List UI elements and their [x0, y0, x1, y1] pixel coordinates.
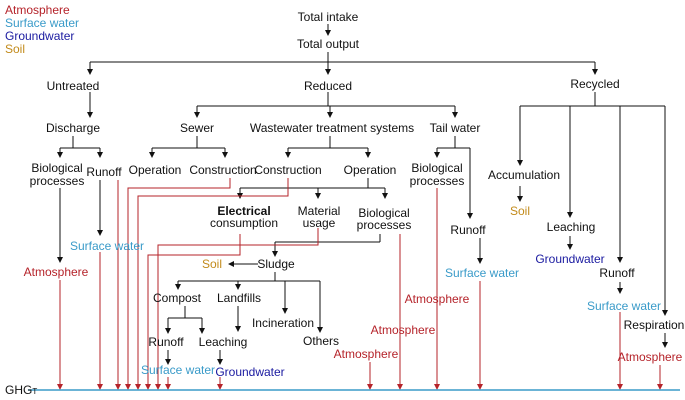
node-surface-water-2: Surface water	[445, 266, 519, 280]
ghg-label-subscript: T	[32, 387, 37, 396]
node-surface-water-3: Surface water	[587, 299, 661, 313]
node-leaching-1: Leaching	[547, 220, 596, 234]
node-biological-processes-3b: processes	[357, 218, 412, 232]
node-electrical-consumption-a: Electrical	[217, 204, 270, 218]
node-runoff-4: Runoff	[148, 335, 184, 349]
node-total-output: Total output	[297, 37, 360, 51]
connector-lines	[57, 24, 668, 365]
node-atmosphere-1: Atmosphere	[24, 265, 89, 279]
node-biological-processes-3a: Biological	[358, 206, 409, 220]
node-labels: Total intake Total output Untreated Redu…	[24, 10, 685, 379]
legend-soil: Soil	[5, 42, 25, 56]
node-soil-2: Soil	[202, 257, 222, 271]
node-biological-processes-2a: Biological	[411, 161, 462, 175]
node-groundwater-2: Groundwater	[215, 365, 284, 379]
node-others: Others	[303, 334, 339, 348]
node-untreated: Untreated	[47, 79, 100, 93]
node-discharge: Discharge	[46, 121, 100, 135]
node-runoff-1: Runoff	[86, 165, 122, 179]
node-atmosphere-5: Atmosphere	[371, 323, 436, 337]
legend-groundwater: Groundwater	[5, 29, 74, 43]
node-material-usage-a: Material	[298, 204, 341, 218]
node-construction-1: Construction	[189, 163, 256, 177]
node-construction-2: Construction	[254, 163, 321, 177]
node-tail-water: Tail water	[430, 121, 481, 135]
node-biological-processes-1b: processes	[30, 174, 85, 188]
node-compost: Compost	[153, 291, 202, 305]
node-respiration: Respiration	[624, 318, 685, 332]
node-operation-2: Operation	[344, 163, 397, 177]
node-runoff-3: Runoff	[599, 266, 635, 280]
node-total-intake: Total intake	[298, 10, 359, 24]
node-incineration: Incineration	[252, 316, 314, 330]
node-soil-1: Soil	[510, 204, 530, 218]
emission-lines	[57, 178, 663, 390]
legend-surface-water: Surface water	[5, 16, 79, 30]
node-surface-water-1: Surface water	[70, 239, 144, 253]
node-electrical-consumption-b: consumption	[210, 216, 278, 230]
node-reduced: Reduced	[304, 79, 352, 93]
node-biological-processes-2b: processes	[410, 174, 465, 188]
node-accumulation: Accumulation	[488, 168, 560, 182]
node-biological-processes-1a: Biological	[31, 161, 82, 175]
node-runoff-2: Runoff	[450, 223, 486, 237]
ghg-label-main: GHG	[5, 383, 32, 397]
node-atmosphere-3: Atmosphere	[334, 347, 399, 361]
node-recycled: Recycled	[570, 77, 619, 91]
node-sludge: Sludge	[257, 257, 295, 271]
node-leaching-2: Leaching	[199, 335, 248, 349]
node-material-usage-b: usage	[303, 216, 336, 230]
ghg-label: GHGT	[5, 383, 37, 397]
node-atmosphere-2: Atmosphere	[405, 292, 470, 306]
node-surface-water-4: Surface water	[141, 363, 215, 377]
node-landfills: Landfills	[217, 291, 261, 305]
legend-atmosphere: Atmosphere	[5, 3, 70, 17]
node-wastewater-treatment-systems: Wastewater treatment systems	[250, 121, 414, 135]
node-atmosphere-4: Atmosphere	[618, 350, 683, 364]
node-operation-1: Operation	[129, 163, 182, 177]
node-groundwater-1: Groundwater	[535, 252, 604, 266]
node-sewer: Sewer	[180, 121, 214, 135]
